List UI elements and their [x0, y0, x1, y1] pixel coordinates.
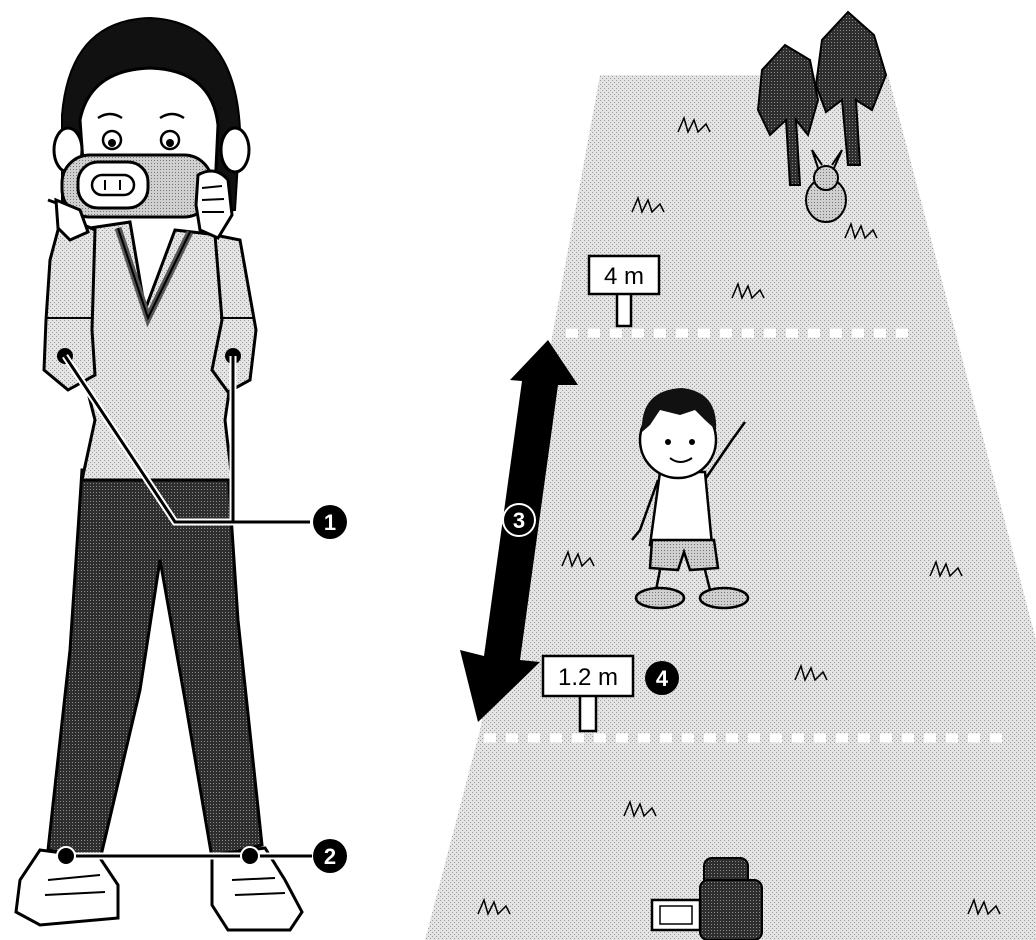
callout-2-label: 2 [324, 844, 336, 869]
sweater [72, 222, 238, 480]
callout-badge-4: 4 [645, 661, 679, 695]
far-distance-label: 4 m [604, 263, 644, 290]
near-distance-label: 1.2 m [558, 664, 618, 691]
callout-4-label: 4 [656, 666, 669, 691]
right-hand [196, 171, 232, 238]
distance-field: 4 m 1.2 m [425, 12, 1036, 940]
person-holding-camcorder [16, 18, 312, 930]
callout-badge-3: 3 [503, 504, 535, 536]
callout-3-label: 3 [513, 508, 525, 533]
trousers [48, 470, 262, 860]
callout-1-label: 1 [324, 510, 336, 535]
callout-badge-2: 2 [313, 839, 347, 873]
callout-badge-1: 1 [313, 505, 347, 539]
